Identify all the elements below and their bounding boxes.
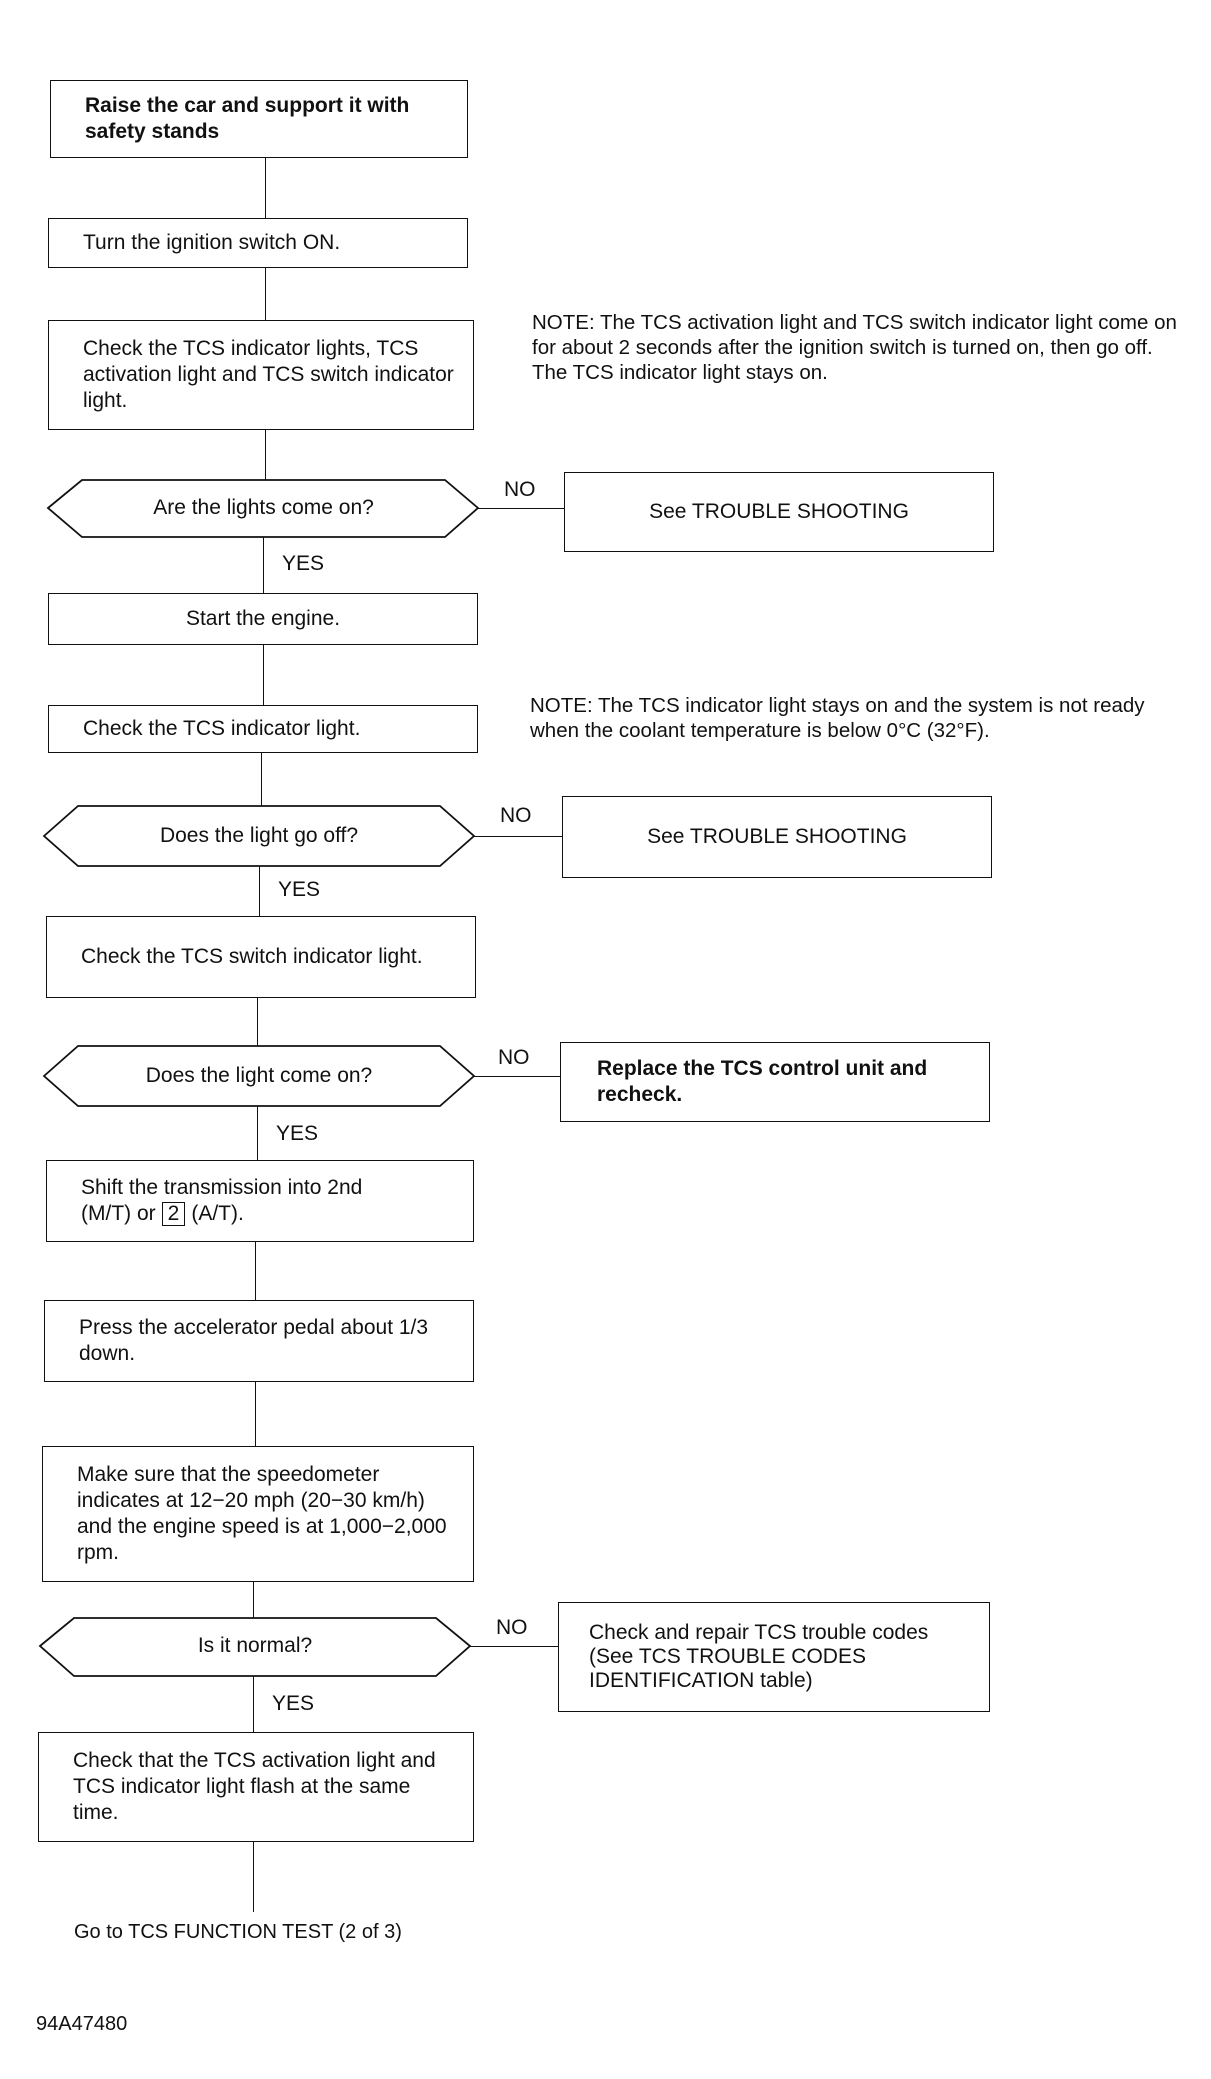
connector xyxy=(265,158,266,218)
note-coolant: NOTE: The TCS indicator light stays on a… xyxy=(530,694,1145,742)
step-ignition-on: Turn the ignition switch ON. xyxy=(48,218,468,268)
connector xyxy=(265,430,266,480)
label-yes: YES xyxy=(276,1122,319,1145)
connector-no xyxy=(478,508,564,509)
label-yes: YES xyxy=(278,878,321,901)
step-press-pedal: Press the accelerator pedal about 1/3 do… xyxy=(44,1300,474,1382)
decision-light-come-on: Does the light come on? xyxy=(145,1064,373,1087)
label-no: NO xyxy=(500,804,532,827)
step-shift-transmission: Shift the transmission into 2nd (M/T) or… xyxy=(46,1160,474,1242)
connector xyxy=(257,998,258,1046)
label-yes: YES xyxy=(272,1692,315,1715)
decision-light-off: Does the light go off? xyxy=(159,824,359,847)
connector xyxy=(257,1106,258,1160)
shift-text: Shift the transmission into 2nd (M/T) or… xyxy=(81,1176,363,1226)
connector xyxy=(263,645,264,705)
connector-no xyxy=(474,836,562,837)
connector xyxy=(261,753,262,806)
outcome-trouble-shooting-1: See TROUBLE SHOOTING xyxy=(564,472,994,552)
connector xyxy=(253,1676,254,1732)
connector xyxy=(253,1582,254,1618)
label-no: NO xyxy=(498,1046,530,1069)
label-no: NO xyxy=(496,1616,528,1639)
outcome-trouble-shooting-2: See TROUBLE SHOOTING xyxy=(562,796,992,878)
connector xyxy=(259,866,260,916)
decision-normal: Is it normal? xyxy=(197,1634,313,1657)
note-lights: NOTE: The TCS activation light and TCS s… xyxy=(532,311,1177,384)
connector-no xyxy=(470,1646,558,1647)
connector xyxy=(263,537,264,593)
label-yes: YES xyxy=(282,552,325,575)
connector xyxy=(265,268,266,320)
next-step-text: Go to TCS FUNCTION TEST (2 of 3) xyxy=(74,1921,402,1943)
step-check-switch-indicator: Check the TCS switch indicator light. xyxy=(46,916,476,998)
step-speedometer: Make sure that the speedometer indicates… xyxy=(42,1446,474,1582)
step-start-engine: Start the engine. xyxy=(48,593,478,645)
connector xyxy=(255,1382,256,1446)
connector xyxy=(253,1842,254,1912)
shift-line-2: (M/T) or 2 (A/T). xyxy=(81,1202,244,1226)
connector-no xyxy=(474,1076,560,1077)
step-check-flash: Check that the TCS activation light and … xyxy=(38,1732,474,1842)
step-check-all-lights: Check the TCS indicator lights, TCS acti… xyxy=(48,320,474,430)
figure-id: 94A47480 xyxy=(36,2013,128,2035)
decision-lights-on: Are the lights come on? xyxy=(153,496,374,519)
outcome-repair-codes: Check and repair TCS trouble codes (See … xyxy=(558,1602,990,1712)
step-check-indicator: Check the TCS indicator light. xyxy=(48,705,478,753)
gear-position-box: 2 xyxy=(161,1202,186,1226)
outcome-replace-unit: Replace the TCS control unit and recheck… xyxy=(560,1042,990,1122)
step-raise-car: Raise the car and support it with safety… xyxy=(50,80,468,158)
label-no: NO xyxy=(504,478,536,501)
connector xyxy=(255,1242,256,1300)
